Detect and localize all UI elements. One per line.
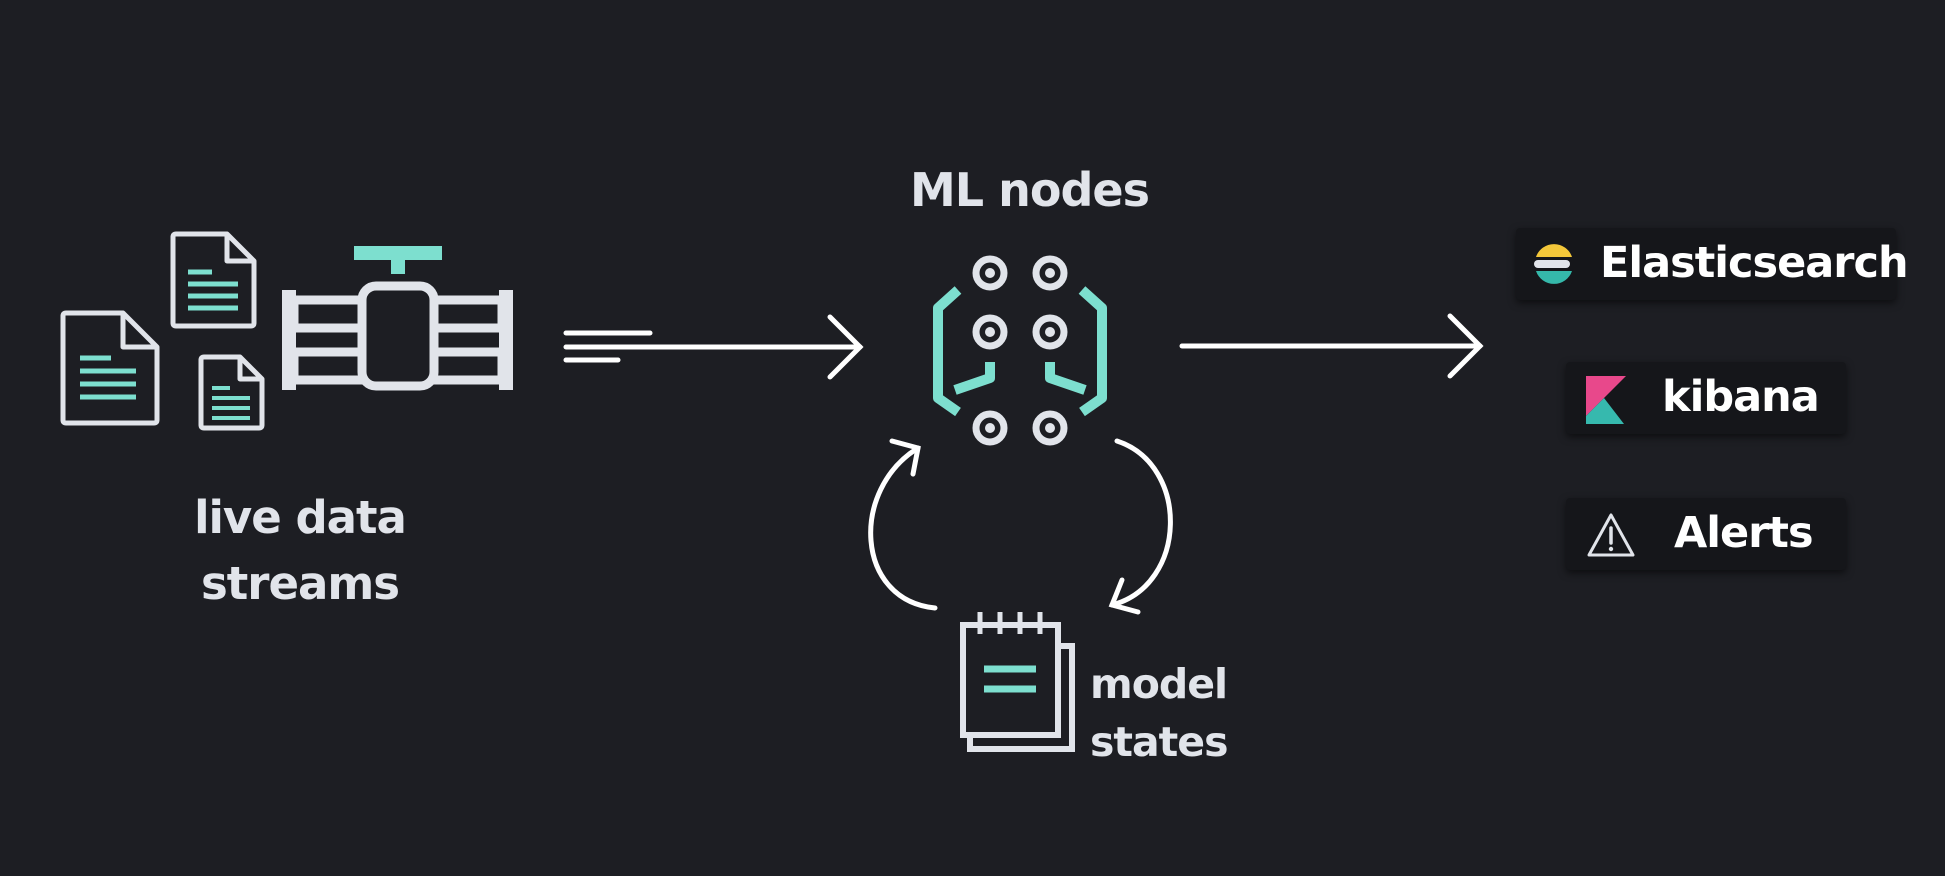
model-states-notepad-icon [960, 612, 1075, 752]
model-states-line-1: model [1090, 660, 1228, 708]
output-arrow [1179, 313, 1484, 379]
document-icon-top [170, 231, 257, 329]
model-states-line-2: states [1090, 718, 1228, 766]
warning-triangle-icon [1586, 512, 1636, 562]
alerts-output: Alerts [1566, 498, 1846, 570]
kibana-logo-icon [1586, 376, 1626, 428]
document-icon-small [198, 354, 265, 431]
ml-nodes-label: ML nodes [910, 163, 1150, 217]
live-data-streams-label: live data streams [160, 485, 440, 617]
alerts-label: Alerts [1674, 508, 1814, 558]
model-states-label: model states [1090, 655, 1228, 771]
document-icon-large [60, 310, 160, 426]
live-data-streams-line-2: streams [200, 557, 400, 610]
elasticsearch-logo-icon [1532, 242, 1576, 290]
ml-nodes-icon [933, 255, 1107, 446]
kibana-output: kibana [1566, 362, 1846, 434]
cycle-arrow-right [1108, 438, 1173, 615]
kibana-label: kibana [1662, 372, 1820, 422]
elasticsearch-output: Elasticsearch [1516, 228, 1909, 300]
pipe-valve-icon [282, 246, 513, 391]
elasticsearch-label: Elasticsearch [1600, 238, 1909, 288]
cycle-arrow-left [868, 438, 938, 611]
input-stream-arrow [563, 314, 864, 380]
live-data-streams-line-1: live data [194, 491, 407, 544]
